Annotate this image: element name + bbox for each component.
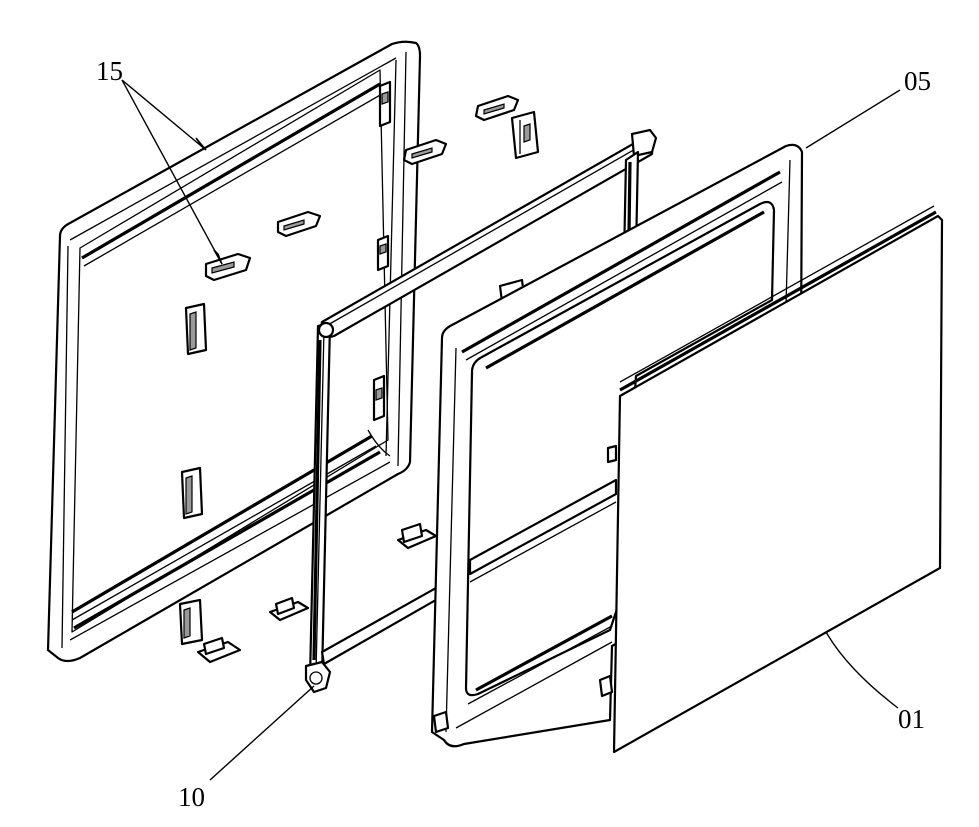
clip — [510, 110, 540, 160]
clip — [268, 596, 310, 622]
callout-05: 05 — [904, 66, 931, 96]
outer-frame — [46, 40, 422, 663]
leader-01 — [825, 631, 899, 709]
callout-15: 15 — [96, 56, 123, 86]
clip — [196, 636, 242, 664]
leader-15-a — [121, 79, 207, 151]
callout-01: 01 — [898, 704, 925, 734]
glass-pane — [612, 205, 944, 754]
clip-15-upper — [276, 210, 322, 238]
clip — [184, 302, 208, 356]
arrowhead-15-a — [195, 137, 207, 151]
leader-15-b — [121, 79, 223, 265]
leader-05 — [805, 89, 901, 149]
clip — [402, 138, 448, 166]
clip-15-lower — [204, 252, 252, 282]
arrowhead-15-b — [213, 249, 223, 265]
clip — [178, 598, 204, 646]
leader-lines — [121, 79, 901, 781]
leader-10 — [209, 685, 315, 781]
callout-10: 10 — [178, 782, 205, 812]
clip — [474, 94, 520, 122]
clip — [396, 522, 438, 550]
clip — [180, 466, 204, 520]
